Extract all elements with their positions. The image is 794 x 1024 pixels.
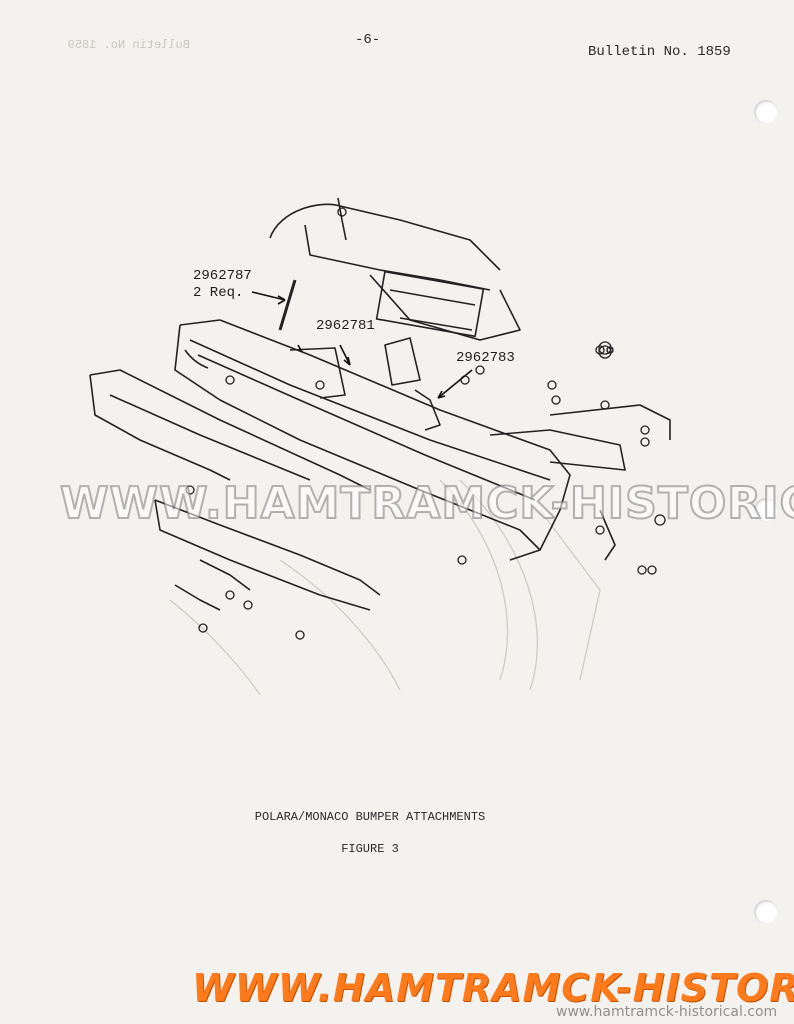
bulletin-number: Bulletin No. 1859 bbox=[588, 44, 731, 60]
punch-hole-top bbox=[754, 100, 778, 124]
part-label-2962781: 2962781 bbox=[316, 318, 375, 334]
part-label-2962787-quantity: 2 Req. bbox=[193, 285, 244, 301]
punch-hole-middle bbox=[754, 498, 778, 522]
watermark-middle: WWW.HAMTRAMCK-HISTORICAL.COM bbox=[59, 477, 794, 530]
bleed-through-text: Bulletin No. 1859 bbox=[67, 38, 190, 52]
page-number: -6- bbox=[355, 32, 381, 48]
part-label-2962783: 2962783 bbox=[456, 350, 515, 366]
bumper-diagram: 2962787 2 Req. 2962781 2962783 bbox=[80, 180, 720, 700]
bumper-line-drawing bbox=[89, 197, 671, 696]
watermark-bottom-small: www.hamtramck-historical.com bbox=[556, 1004, 778, 1020]
watermark-bottom: WWW.HAMTRAMCK-HISTORICAL.COM bbox=[192, 966, 794, 1010]
figure-caption: POLARA/MONACO BUMPER ATTACHMENTS bbox=[254, 810, 486, 824]
part-label-2962787: 2962787 bbox=[193, 268, 252, 284]
figure-number: FIGURE 3 bbox=[341, 842, 399, 856]
punch-hole-bottom bbox=[754, 900, 778, 924]
